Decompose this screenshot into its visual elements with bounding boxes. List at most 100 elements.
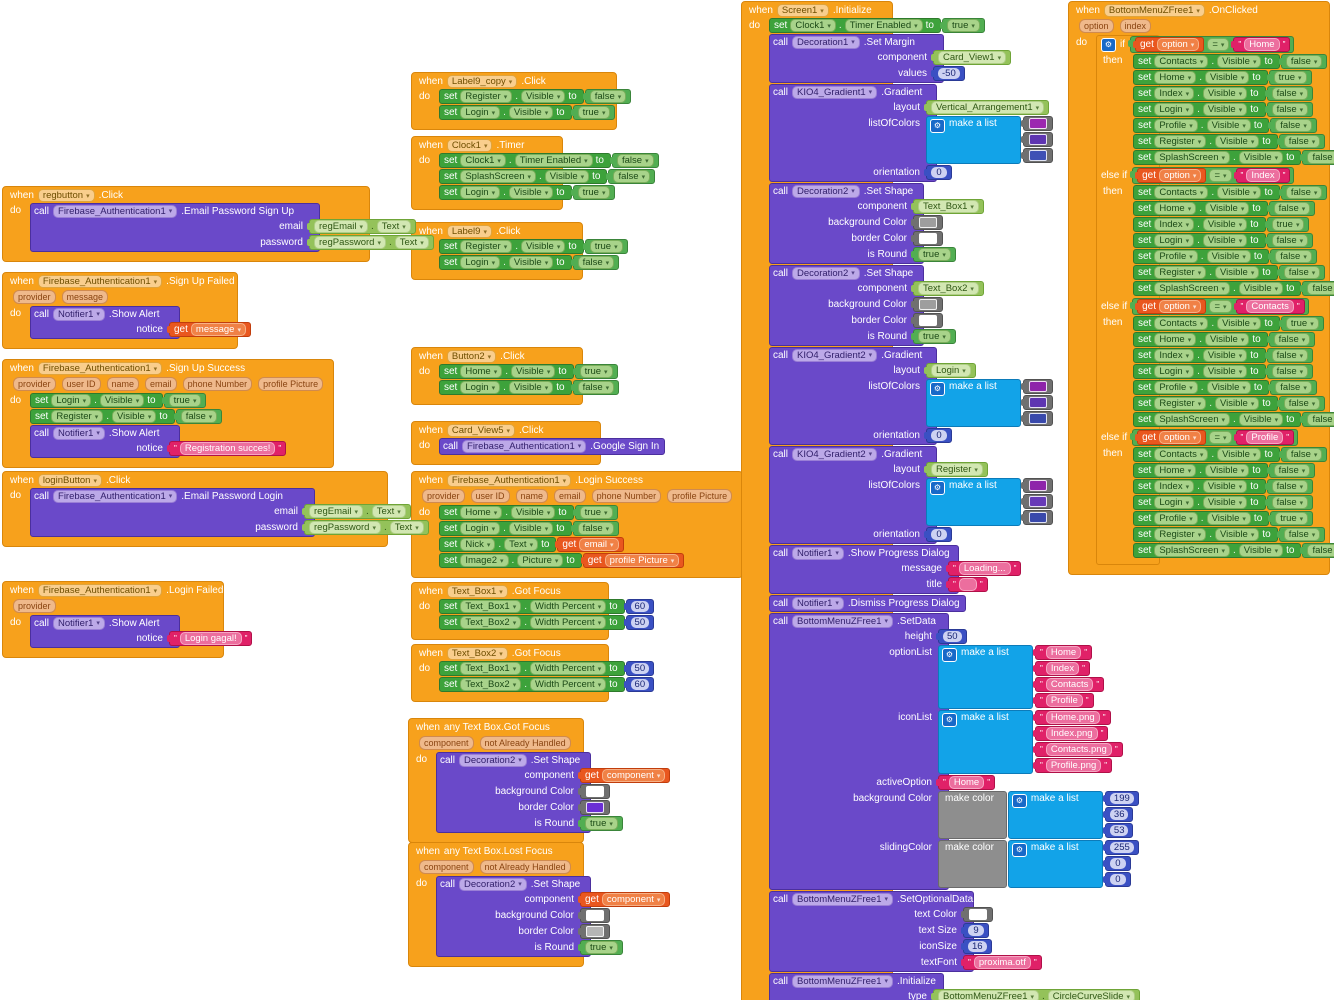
text-string-block[interactable]: "Contacts.png" xyxy=(1033,742,1123,757)
logic-dropdown[interactable]: false xyxy=(1307,544,1334,557)
component-dropdown[interactable]: Notifier1 xyxy=(53,307,105,321)
text-string-block[interactable]: "" xyxy=(946,577,988,592)
list-item[interactable] xyxy=(1021,379,1053,394)
logic-block[interactable]: true xyxy=(572,364,618,379)
component-dropdown[interactable]: Login xyxy=(1154,365,1195,378)
component-dropdown[interactable]: Login xyxy=(460,522,501,535)
property-dropdown[interactable]: Visible xyxy=(1202,365,1248,378)
event-parameter-chip[interactable]: email xyxy=(145,377,177,391)
logic-dropdown[interactable]: false xyxy=(616,154,654,167)
color-swatch-block[interactable] xyxy=(911,313,943,328)
component-dropdown[interactable]: Notifier1 xyxy=(792,546,844,560)
list-item[interactable]: 255 xyxy=(1102,840,1139,855)
logic-block[interactable]: true xyxy=(161,393,207,408)
text-literal[interactable]: Contacts xyxy=(1246,300,1294,313)
color-swatch-block[interactable] xyxy=(911,297,943,312)
property-dropdown[interactable]: Visible xyxy=(1202,349,1248,362)
number-literal[interactable]: 0 xyxy=(931,167,947,178)
event-parameter-chip[interactable]: phone Number xyxy=(182,377,253,391)
property-dropdown[interactable]: Visible xyxy=(1204,71,1250,84)
property-dropdown[interactable]: Visible xyxy=(1238,544,1284,557)
event-parameter-chip[interactable]: profile Picture xyxy=(258,377,324,391)
component-dropdown[interactable]: Decoration2 xyxy=(792,266,860,280)
number-literal[interactable]: 199 xyxy=(1109,793,1134,804)
number-block[interactable]: 0 xyxy=(924,527,952,542)
property-dropdown[interactable]: Visible xyxy=(99,394,145,407)
text-string-block[interactable]: "Profile" xyxy=(1033,693,1094,708)
mutator-gear-icon[interactable]: ⚙ xyxy=(930,382,945,396)
mutator-gear-icon[interactable]: ⚙ xyxy=(1011,843,1027,857)
component-dropdown[interactable]: Index xyxy=(1154,218,1195,231)
property-dropdown[interactable]: Width Percent xyxy=(530,678,607,691)
list-item[interactable]: "Profile.png" xyxy=(1032,758,1113,773)
event-block[interactable]: whenBottomMenuZFree1.OnClickedoptioninde… xyxy=(1068,1,1334,575)
logic-dropdown[interactable]: true xyxy=(579,506,613,519)
event-parameter-chip[interactable]: phone Number xyxy=(591,489,662,503)
text-string-block[interactable]: "Home.png" xyxy=(1033,710,1111,725)
number-block[interactable]: 0 xyxy=(1102,856,1131,871)
block-stack-label9-copy-click[interactable]: whenLabel9_copy.ClickdosetRegister.Visib… xyxy=(411,72,632,130)
text-literal[interactable]: Home xyxy=(948,776,985,789)
property-dropdown[interactable]: Visible xyxy=(1202,87,1248,100)
component-dropdown[interactable]: Login xyxy=(931,364,971,377)
event-parameter-chip[interactable]: email xyxy=(554,489,586,503)
block-stack-cardview5-click[interactable]: whenCard_View5.ClickdocallFirebase_Authe… xyxy=(411,421,666,465)
number-block[interactable]: 36 xyxy=(1102,807,1134,822)
component-dropdown[interactable]: Nick xyxy=(460,538,496,551)
logic-dropdown[interactable]: true xyxy=(1285,317,1319,330)
property-dropdown[interactable]: Visible xyxy=(1204,202,1250,215)
text-literal[interactable]: Home.png xyxy=(1045,711,1100,724)
list-item[interactable] xyxy=(1021,494,1053,509)
component-dropdown[interactable]: loginButton xyxy=(37,474,102,487)
property-dropdown[interactable]: Visible xyxy=(1206,119,1251,132)
color-swatch-block[interactable] xyxy=(911,215,943,230)
property-dropdown[interactable]: Visible xyxy=(521,240,566,253)
component-dropdown[interactable]: Home xyxy=(460,365,503,378)
number-literal[interactable]: 60 xyxy=(630,679,650,690)
list-item[interactable] xyxy=(1021,116,1053,131)
logic-block[interactable]: false xyxy=(1300,281,1334,296)
component-block[interactable]: Register xyxy=(924,462,988,477)
logic-dropdown[interactable]: true xyxy=(577,106,611,119)
property-dropdown[interactable]: Visible xyxy=(508,381,554,394)
logic-block[interactable]: false xyxy=(1300,543,1334,558)
logic-dropdown[interactable]: false xyxy=(1283,135,1321,148)
component-dropdown[interactable]: Label9_copy xyxy=(446,75,518,88)
property-dropdown[interactable]: Picture xyxy=(517,554,564,567)
variable-dropdown[interactable]: component xyxy=(601,893,666,906)
list-item[interactable] xyxy=(1021,132,1053,147)
logic-dropdown[interactable]: true xyxy=(1275,512,1309,525)
logic-block[interactable]: false xyxy=(1276,265,1326,280)
text-literal[interactable]: Contacts.png xyxy=(1045,743,1112,756)
event-block[interactable]: whenLabel9.ClickdosetRegister.Visibletot… xyxy=(411,222,628,280)
component-getter-block[interactable]: regPassword.Text xyxy=(307,235,434,250)
logic-dropdown[interactable]: false xyxy=(1283,397,1321,410)
event-parameter-chip[interactable]: name xyxy=(106,377,140,391)
variable-dropdown[interactable]: email xyxy=(579,538,619,551)
color-swatch-block[interactable] xyxy=(1021,411,1053,426)
mutator-gear-icon[interactable]: ⚙ xyxy=(1101,38,1116,52)
